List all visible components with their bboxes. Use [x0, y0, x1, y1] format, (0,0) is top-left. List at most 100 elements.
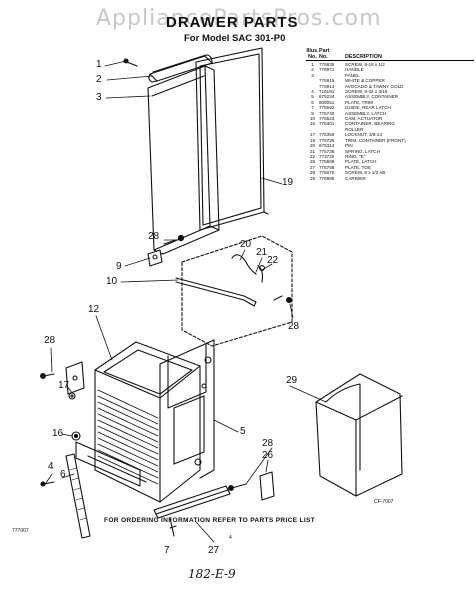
parts-table-header-2: No. No. DESCRIPTION	[306, 54, 474, 61]
locknut	[68, 392, 76, 400]
reference-code: 777007	[12, 528, 29, 534]
parts-row: 2 776971 HANDLE	[306, 67, 474, 72]
part-no: 675314	[319, 143, 335, 149]
callout-28-guide: 28	[288, 321, 300, 332]
illus-no: 20	[309, 143, 316, 149]
carrier	[315, 373, 403, 497]
callout-17: 17	[58, 380, 70, 391]
part-no: 775835	[319, 62, 335, 67]
illus-no: 6	[311, 99, 314, 105]
part-no: 776301	[319, 121, 335, 127]
header-part: Part	[319, 48, 330, 54]
part-description: AVOCADO & TAWNY GOLD	[345, 83, 404, 89]
part-description: SCREW, 8-18 x 1/2	[345, 62, 385, 67]
callout-19: 19	[282, 177, 294, 188]
callout-5: 5	[240, 426, 246, 437]
toe-plate	[153, 485, 231, 537]
callout-22: 22	[267, 255, 279, 266]
parts-table-header-1: Illus. Part	[306, 48, 474, 54]
part-no: 675234	[319, 94, 335, 100]
part-description: PIN	[345, 143, 353, 149]
illus-no: 21	[309, 148, 316, 154]
rear-latch-guide	[181, 235, 293, 347]
part-no: 776356	[319, 132, 335, 138]
callout-2: 2	[96, 74, 102, 85]
callout-9: 9	[116, 261, 122, 272]
callout-3: 3	[96, 92, 102, 103]
ordering-footer: FOR ORDERING INFORMATION REFER TO PARTS …	[104, 517, 315, 524]
callout-28-latch: 28	[148, 231, 160, 242]
part-description: CAM, ACTUATOR	[345, 116, 383, 122]
callout-29: 29	[286, 375, 298, 386]
header-description: DESCRIPTION	[345, 54, 382, 60]
latch-plate	[228, 471, 275, 501]
illus-no: 17	[309, 132, 316, 138]
header-illus: Illus.	[306, 48, 319, 54]
drawing-code: CF-7007	[374, 499, 394, 505]
part-no: 775668	[319, 159, 335, 165]
part-description: PLATE, TRIM	[345, 99, 373, 105]
illus-no: 19	[309, 137, 316, 143]
diagram-subtitle: For Model SAC 301-P0	[184, 33, 286, 44]
callout-16: 16	[52, 428, 64, 439]
callout-21: 21	[256, 247, 268, 258]
part-description: PANEL	[345, 72, 360, 78]
part-description: SCREW, 8-32 x 3/16	[345, 89, 388, 95]
callout-10: 10	[106, 276, 118, 287]
callout-4: 4	[48, 461, 54, 472]
part-description: ASSEMBLY, CONTAINER	[345, 94, 399, 100]
watermark: AppliancePartsPros.com	[96, 6, 382, 31]
part-description: CARRIER	[345, 175, 366, 181]
illus-no: 22	[309, 153, 316, 159]
callout-1: 1	[96, 59, 102, 70]
parts-row: 4 716191 SCREW, 8-32 x 3/16	[306, 89, 474, 94]
part-description: HANDLE	[345, 67, 364, 73]
illus-no: 7	[311, 105, 314, 111]
part-no: 716191	[319, 89, 335, 95]
rear-latch-bracket	[40, 361, 85, 395]
callout-12: 12	[88, 304, 100, 315]
illus-no: 16	[309, 121, 316, 127]
header-part-no: No.	[319, 54, 328, 60]
part-description: RING, "E"	[345, 153, 366, 159]
part-description: LOCKNUT, 3/8-24	[345, 132, 383, 138]
part-no: 776971	[319, 67, 335, 73]
part-description: WHITE & COPPER	[345, 78, 385, 84]
part-description: GUIDE, REAR LATCH	[345, 105, 391, 111]
part-description: SPRING, LATCH	[345, 148, 380, 154]
illus-no: 2	[311, 67, 314, 73]
container-assembly	[71, 339, 215, 503]
container-front-trim	[195, 47, 269, 231]
illus-no: 4	[311, 89, 314, 95]
part-no: 773725	[319, 153, 335, 159]
callout-20: 20	[240, 239, 252, 250]
part-description: TRIM, CONTAINER (FRONT)	[345, 137, 406, 143]
part-no: 775740	[319, 110, 335, 116]
callout-27: 27	[208, 545, 220, 556]
part-no: 775736	[319, 148, 335, 154]
part-no: 776986	[319, 175, 335, 181]
cam-actuator	[175, 277, 257, 307]
diagram-title: DRAWER PARTS	[166, 14, 299, 31]
part-no: 775788	[319, 164, 335, 170]
page-number: 4	[229, 535, 232, 541]
